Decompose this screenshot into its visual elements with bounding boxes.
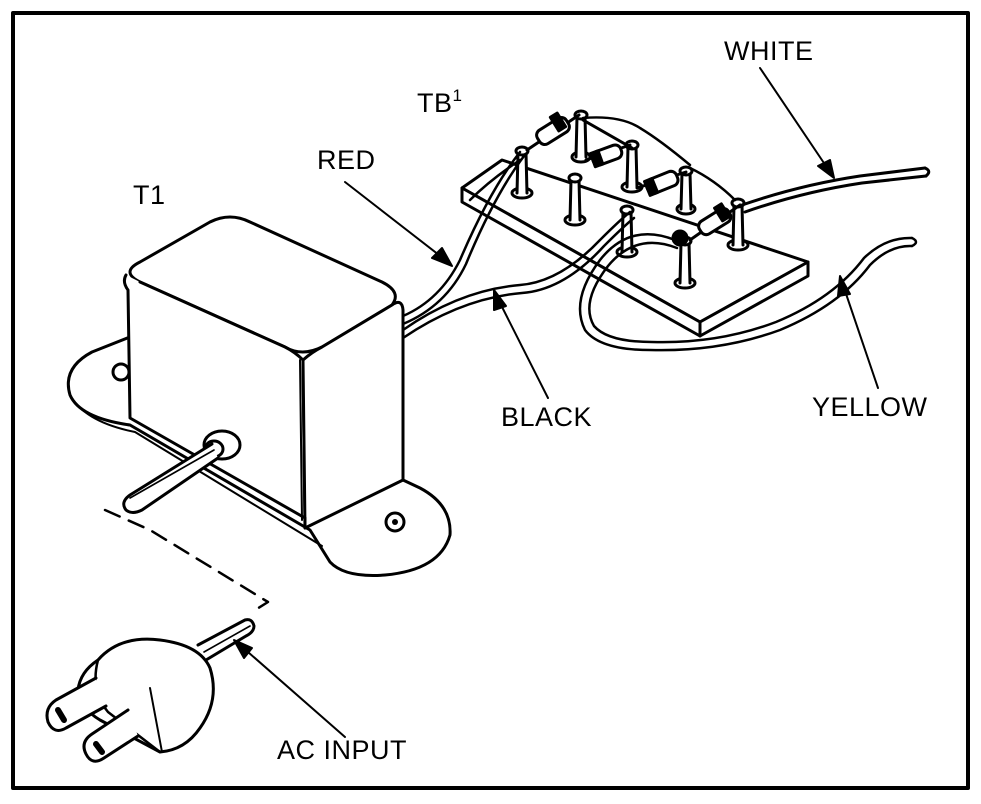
label-tb1-main: TB bbox=[417, 88, 453, 118]
arrow-black bbox=[496, 296, 549, 399]
label-t1: T1 bbox=[133, 180, 166, 210]
arrow-yellow bbox=[841, 281, 879, 389]
label-ac-input: AC INPUT bbox=[277, 735, 408, 765]
arrow-white bbox=[759, 67, 831, 173]
wire-white bbox=[740, 166, 927, 207]
transformer-flange bbox=[66, 335, 452, 577]
label-black: BLACK bbox=[501, 402, 593, 432]
terminal-board-tb1 bbox=[460, 109, 810, 338]
flange-inner-edge bbox=[69, 394, 323, 547]
transformer-side bbox=[301, 300, 405, 530]
terminal-posts bbox=[510, 109, 750, 290]
wire-black bbox=[401, 210, 632, 332]
arrow-ac-input bbox=[239, 644, 346, 738]
flange-hole-left bbox=[111, 362, 131, 382]
label-tb1: TB1 bbox=[417, 86, 462, 119]
leader-arrows bbox=[233, 67, 879, 738]
arrow-red bbox=[344, 181, 449, 263]
label-red: RED bbox=[317, 145, 376, 175]
border-frame bbox=[11, 11, 970, 790]
plug-prong-upper bbox=[45, 676, 108, 732]
wires bbox=[401, 150, 931, 352]
wire-yellow bbox=[578, 232, 914, 352]
diodes bbox=[525, 111, 742, 242]
wire-red bbox=[401, 150, 522, 318]
label-yellow: YELLOW bbox=[812, 392, 928, 422]
label-tb1-sup: 1 bbox=[452, 86, 463, 105]
dashed-connection bbox=[103, 508, 270, 614]
label-white: WHITE bbox=[724, 36, 814, 66]
flange-hole-right bbox=[384, 511, 406, 533]
transformer-t1 bbox=[66, 215, 452, 577]
ac-plug bbox=[45, 618, 256, 763]
